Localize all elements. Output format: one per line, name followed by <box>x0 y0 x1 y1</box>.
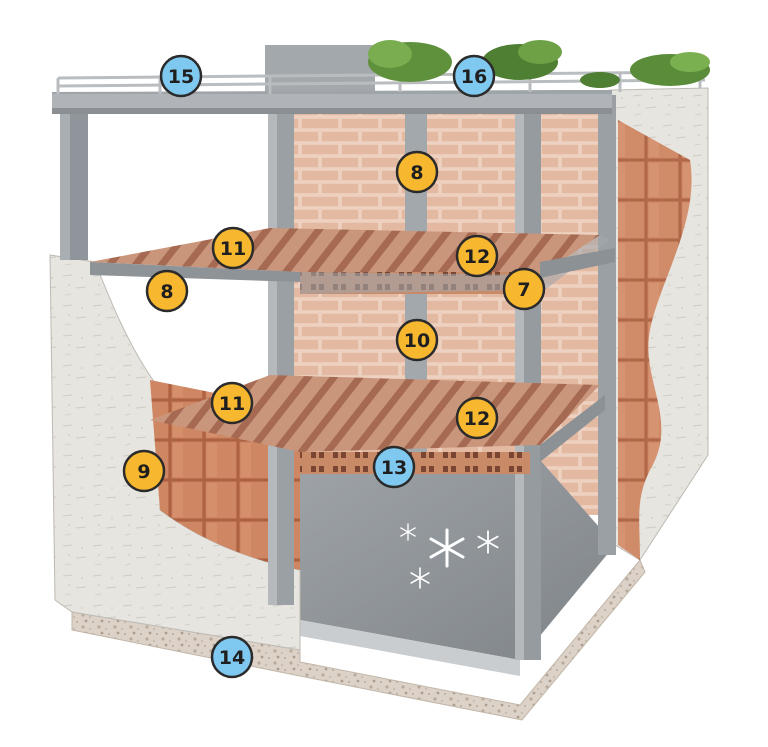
marker-11-badge: 11 <box>210 381 254 425</box>
marker-9-badge: 9 <box>122 449 166 493</box>
marker-13-badge: 13 <box>372 445 416 489</box>
snowflake-icon <box>429 528 465 568</box>
marker-label: 9 <box>137 461 150 483</box>
marker-16-badge: 16 <box>452 54 496 98</box>
marker-label: 8 <box>160 281 173 303</box>
marker-label: 12 <box>464 246 490 268</box>
marker-label: 15 <box>168 66 194 88</box>
snowflake-icon <box>400 523 416 541</box>
snowflake-group <box>400 523 499 589</box>
marker-10-badge: 10 <box>395 318 439 362</box>
marker-15-badge: 15 <box>159 54 203 98</box>
marker-label: 7 <box>517 279 530 301</box>
marker-badges: 15 16 8 11 8 12 7 10 11 12 9 13 14 <box>122 54 546 679</box>
marker-label: 14 <box>219 647 245 669</box>
marker-label: 8 <box>410 162 423 184</box>
marker-7-badge: 7 <box>502 267 546 311</box>
marker-label: 12 <box>464 408 490 430</box>
roof-garden-foliage <box>368 40 710 88</box>
marker-label: 11 <box>220 238 246 260</box>
marker-label: 13 <box>381 457 407 479</box>
marker-label: 16 <box>461 66 487 88</box>
marker-14-badge: 14 <box>210 635 254 679</box>
marker-8-badge: 8 <box>395 150 439 194</box>
marker-11-badge: 11 <box>211 226 255 270</box>
marker-12-badge: 12 <box>455 234 499 278</box>
marker-label: 11 <box>219 393 245 415</box>
marker-8-badge: 8 <box>145 269 189 313</box>
marker-12-badge: 12 <box>455 396 499 440</box>
snowflake-icon <box>410 567 430 589</box>
gravel-base <box>71 559 646 721</box>
snowflake-icon <box>477 530 499 554</box>
marker-label: 10 <box>404 330 430 352</box>
